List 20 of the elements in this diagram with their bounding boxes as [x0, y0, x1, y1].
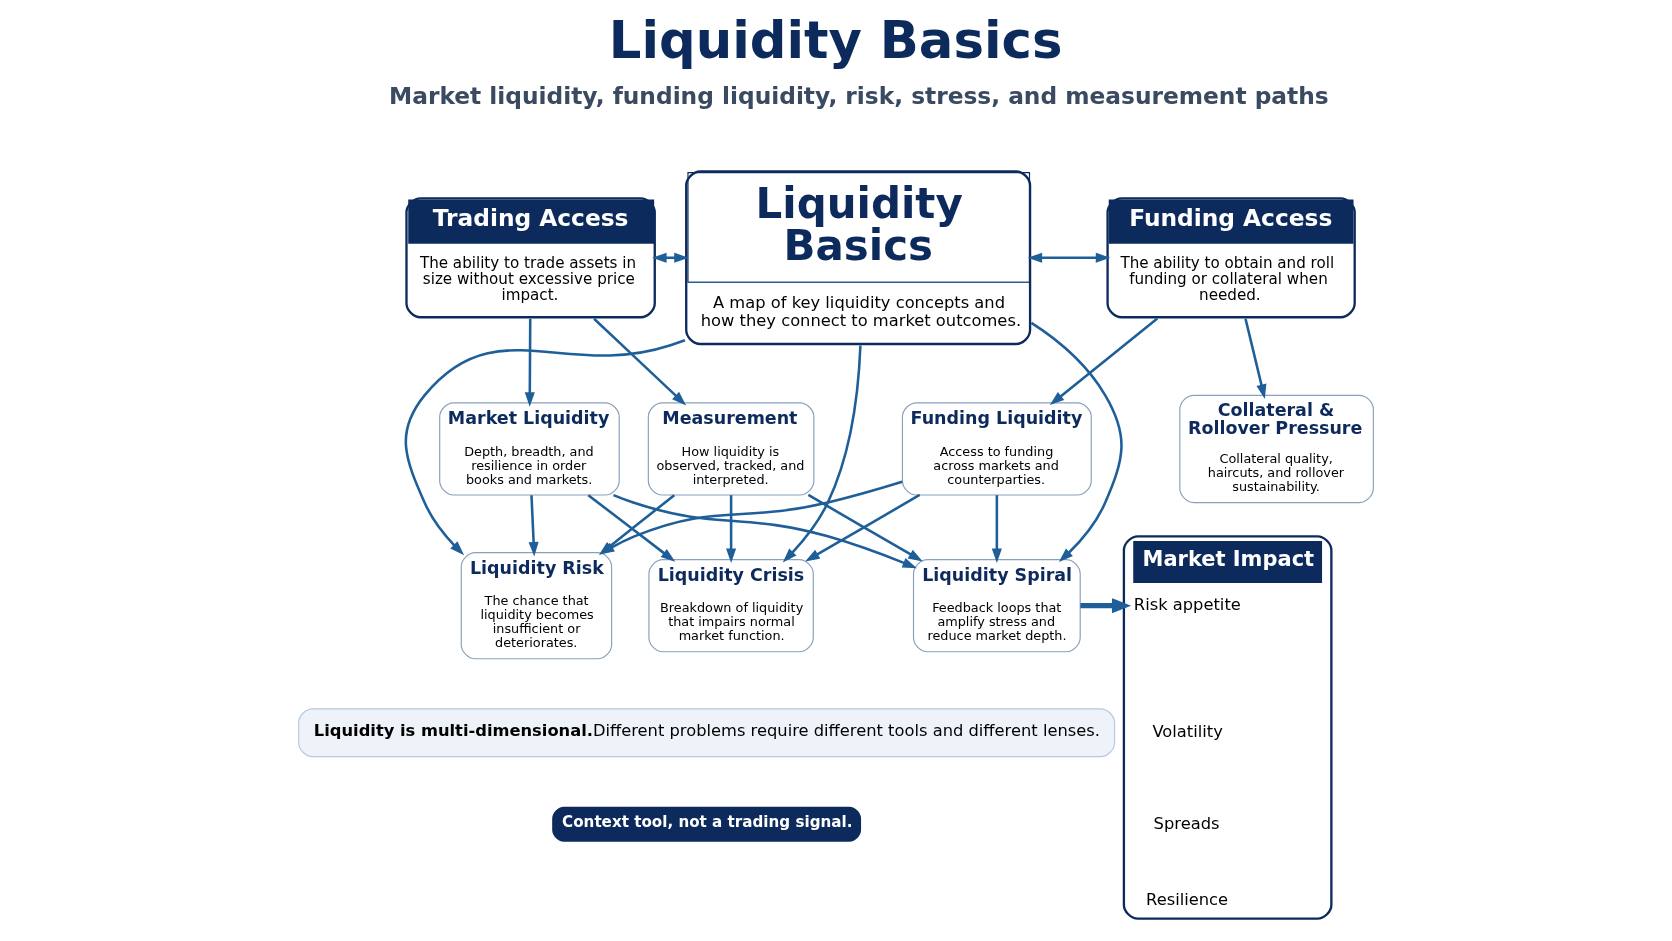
arrow	[1080, 598, 1132, 614]
arrow	[1027, 252, 1111, 263]
node-text: Spreads	[1153, 813, 1220, 833]
arrow	[593, 317, 687, 406]
node-text: Resilience	[1146, 889, 1229, 909]
node-text: Volatility	[1152, 722, 1223, 742]
arrow	[1030, 321, 1123, 563]
arrow	[782, 345, 862, 563]
arrow	[1049, 317, 1159, 406]
arrow	[587, 494, 676, 562]
arrow	[524, 318, 535, 407]
arrow	[991, 495, 1002, 563]
arrow	[1244, 318, 1267, 399]
node-text: Risk appetite	[1133, 595, 1241, 615]
node-box: Context tool, not a trading signal.	[552, 806, 862, 842]
arrow	[726, 495, 737, 563]
arrow	[613, 493, 917, 569]
diagram-title: Liquidity Basics	[608, 9, 1063, 70]
label: Market liquidity, funding liquidity, risk, stress, and measurement paths	[389, 81, 1329, 109]
arrow	[528, 495, 539, 557]
